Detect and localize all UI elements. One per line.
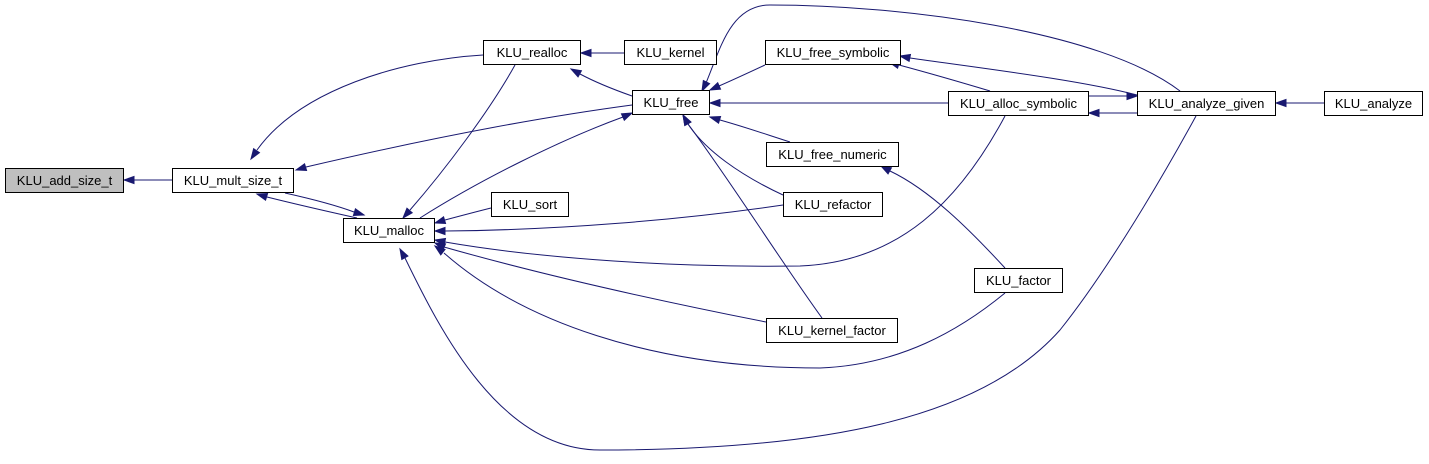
edge-alloc-symbolic-calls-malloc [433, 115, 1006, 267]
edge-malloc-calls-mult-size-t [255, 192, 358, 219]
svg-text:KLU_alloc_symbolic: KLU_alloc_symbolic [960, 96, 1078, 111]
svg-text:KLU_realloc: KLU_realloc [497, 45, 568, 60]
node-klu-add-size-t: KLU_add_size_t [5, 168, 124, 193]
node-klu-factor[interactable]: KLU_factor [974, 268, 1063, 293]
svg-text:KLU_mult_size_t: KLU_mult_size_t [184, 173, 283, 188]
edges-layer [122, 4, 1324, 451]
svg-text:KLU_free_numeric: KLU_free_numeric [778, 147, 887, 162]
svg-text:KLU_kernel_factor: KLU_kernel_factor [778, 323, 886, 338]
edge-free-calls-realloc [569, 68, 633, 97]
node-klu-realloc[interactable]: KLU_realloc [483, 40, 581, 65]
edge-free-calls-mult-size-t [294, 104, 633, 172]
node-klu-malloc[interactable]: KLU_malloc [343, 218, 435, 243]
edge-analyze-given-calls-alloc-symbolic [1087, 108, 1137, 118]
edge-factor-calls-free-numeric [879, 165, 1006, 269]
node-klu-kernel[interactable]: KLU_kernel [624, 40, 717, 65]
node-klu-free[interactable]: KLU_free [632, 90, 710, 115]
edge-refactor-calls-malloc [433, 204, 784, 236]
node-klu-kernel-factor[interactable]: KLU_kernel_factor [766, 318, 898, 343]
edge-analyze-given-calls-free [701, 4, 1181, 93]
edge-kernel-calls-realloc [579, 48, 624, 58]
edge-kernel-factor-calls-free [682, 113, 823, 319]
edge-mult-size-t-calls-add-size-t [122, 175, 172, 185]
edge-realloc-calls-malloc [402, 64, 516, 220]
edge-analyze-given-calls-malloc [399, 115, 1197, 451]
edge-realloc-calls-mult-size-t [250, 54, 484, 161]
edge-alloc-symbolic-calls-analyze-given [1089, 91, 1139, 101]
svg-text:KLU_malloc: KLU_malloc [354, 223, 425, 238]
node-klu-mult-size-t[interactable]: KLU_mult_size_t [172, 168, 294, 193]
node-klu-refactor[interactable]: KLU_refactor [783, 192, 883, 217]
edge-analyze-calls-analyze-given [1274, 98, 1324, 108]
svg-text:KLU_analyze_given: KLU_analyze_given [1149, 96, 1265, 111]
node-klu-free-symbolic[interactable]: KLU_free_symbolic [765, 40, 901, 65]
svg-text:KLU_free_symbolic: KLU_free_symbolic [777, 45, 890, 60]
edge-free-numeric-calls-free [708, 115, 791, 143]
edge-free-symbolic-calls-free [708, 64, 766, 91]
edge-sort-calls-malloc [433, 207, 492, 225]
edge-alloc-symbolic-calls-free-symbolic [887, 60, 991, 92]
svg-text:KLU_refactor: KLU_refactor [795, 197, 872, 212]
svg-text:KLU_free: KLU_free [644, 95, 699, 110]
node-klu-analyze-given[interactable]: KLU_analyze_given [1137, 91, 1276, 116]
edge-malloc-calls-free [419, 112, 634, 219]
edge-mult-size-t-calls-malloc [284, 192, 366, 217]
svg-text:KLU_sort: KLU_sort [503, 197, 558, 212]
edge-factor-calls-malloc [433, 245, 1006, 369]
node-klu-alloc-symbolic[interactable]: KLU_alloc_symbolic [948, 91, 1089, 116]
svg-text:KLU_factor: KLU_factor [986, 273, 1052, 288]
edge-kernel-factor-calls-malloc [433, 242, 767, 323]
svg-text:KLU_add_size_t: KLU_add_size_t [17, 173, 113, 188]
node-klu-sort[interactable]: KLU_sort [491, 192, 569, 217]
edge-analyze-given-calls-free-symbolic [898, 53, 1138, 96]
edge-alloc-symbolic-calls-free [708, 98, 948, 108]
node-klu-free-numeric[interactable]: KLU_free_numeric [766, 142, 899, 167]
node-klu-analyze[interactable]: KLU_analyze [1324, 91, 1423, 116]
svg-text:KLU_kernel: KLU_kernel [637, 45, 705, 60]
svg-text:KLU_analyze: KLU_analyze [1335, 96, 1412, 111]
